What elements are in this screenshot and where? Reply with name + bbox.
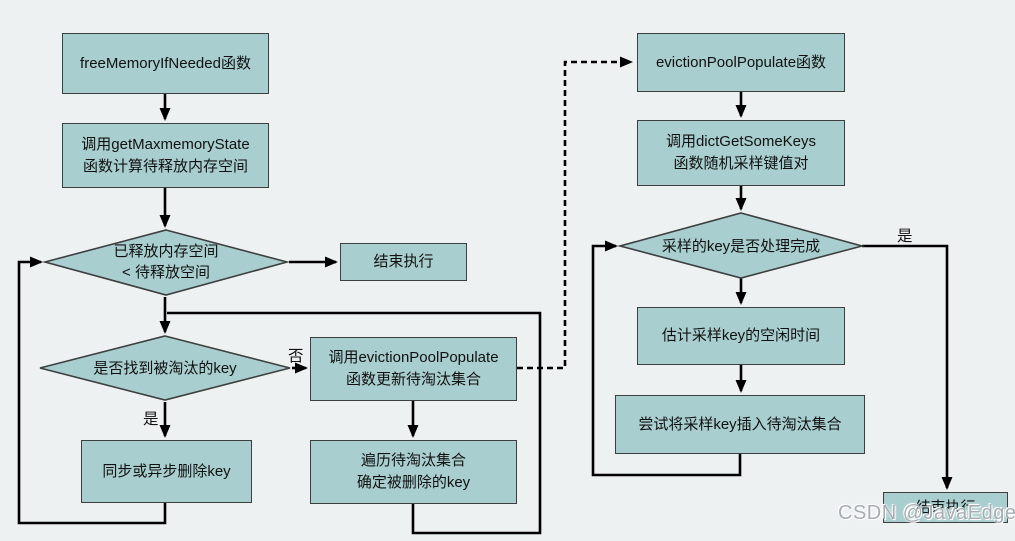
node-delete-key: 同步或异步删除key	[81, 440, 252, 503]
edge-insertpool-loop-to-samplecheck	[591, 240, 742, 477]
decision-sample-keys-done	[616, 212, 866, 279]
node-insert-pool: 尝试将采样key插入待淘汰集合	[615, 395, 865, 454]
node-get-maxmemory-state: 调用getMaxmemoryState 函数计算待释放内存空间	[62, 123, 269, 188]
edge-deletekey-loop-to-releasedcheck	[17, 256, 167, 525]
branch-label-yes-left: 是	[143, 411, 159, 428]
branch-label-yes-right: 是	[897, 228, 913, 245]
edge-traversepool-loop-to-foundkeycheck	[167, 311, 542, 535]
node-traverse-pool: 遍历待淘汰集合 确定被删除的key	[310, 440, 517, 504]
branch-label-no-left: 否	[288, 348, 304, 365]
node-dict-get-some-keys: 调用dictGetSomeKeys 函数随机采样键值对	[637, 120, 845, 186]
csdn-watermark: CSDN @JavaEdge.	[838, 502, 1015, 524]
edge-poolupdate-dashed-to-poolpopulate	[517, 56, 633, 370]
decision-released-memory	[41, 229, 291, 296]
node-free-memory: freeMemoryIfNeeded函数	[62, 33, 269, 94]
decision-found-evicted-key	[39, 335, 291, 401]
node-eviction-pool-populate: evictionPoolPopulate函数	[637, 33, 845, 92]
node-pool-update: 调用evictionPoolPopulate 函数更新待淘汰集合	[310, 337, 517, 401]
node-estimate-idle: 估计采样key的空闲时间	[637, 307, 845, 365]
node-end-left: 结束执行	[340, 243, 467, 281]
node-end-right: 结束执行	[883, 492, 1008, 523]
edge-samplecheck-yes-to-endright	[862, 244, 953, 490]
